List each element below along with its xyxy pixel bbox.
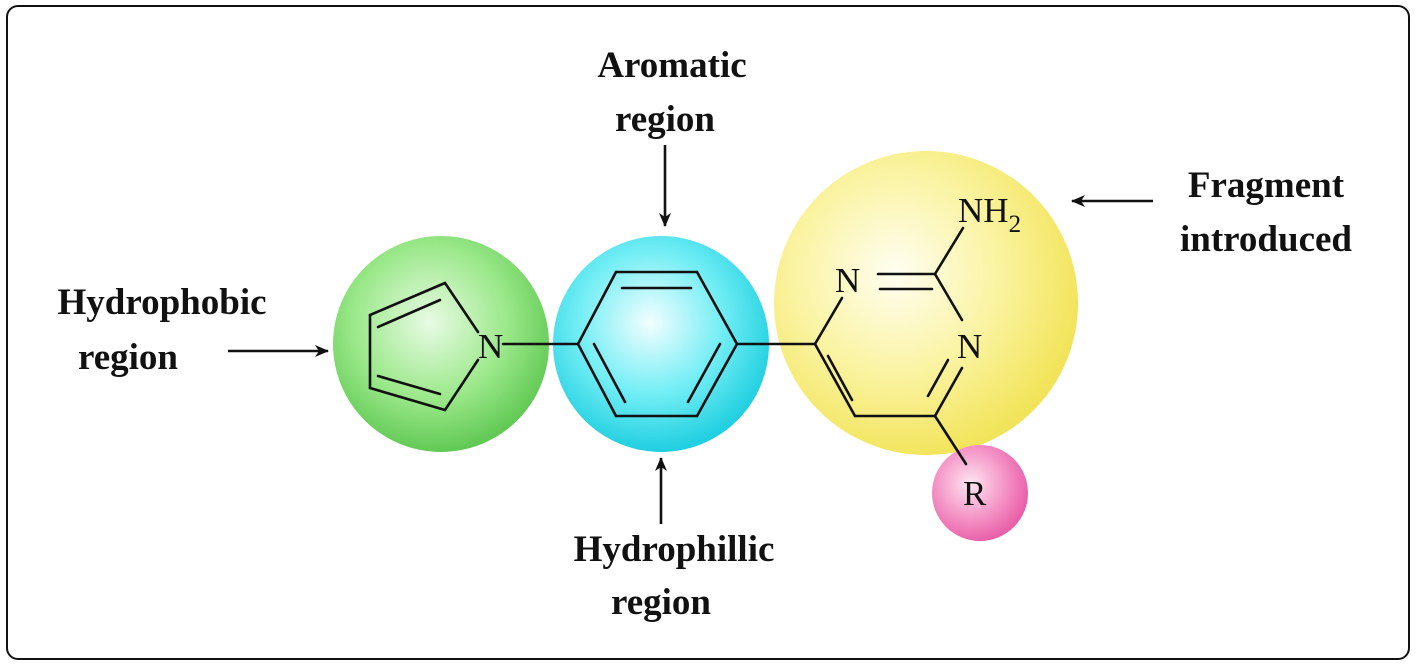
amine-subscript: 2 bbox=[1009, 211, 1022, 238]
pyrrole-ring bbox=[368, 281, 480, 412]
fragment-region-circle bbox=[774, 151, 1078, 455]
pyrimidine-ring bbox=[813, 272, 964, 418]
hydrophobic-label-line2: region bbox=[78, 337, 178, 378]
hydrophillic-label-line1: Hydrophillic bbox=[574, 529, 775, 570]
pyrimidine-n3-label: N bbox=[957, 327, 982, 366]
fragment-label-line1: Fragment bbox=[1188, 165, 1345, 206]
substituent-label: R bbox=[963, 474, 987, 513]
aromatic-label-line2: region bbox=[615, 99, 715, 140]
substituent-region-circle bbox=[932, 445, 1028, 541]
hydrophillic-label-line2: region bbox=[611, 582, 711, 623]
amine-bond bbox=[933, 226, 965, 276]
amine-label: NH2 bbox=[958, 191, 1021, 238]
benzene-ring bbox=[576, 270, 739, 418]
hydrophobic-label-line1: Hydrophobic bbox=[57, 282, 266, 323]
hydrophobic-region-circle bbox=[333, 236, 549, 452]
substituent-bond bbox=[933, 414, 968, 466]
fragment-label-line2: introduced bbox=[1180, 219, 1352, 260]
aromatic-label-line1: Aromatic bbox=[597, 45, 746, 86]
pyrimidine-n1-label: N bbox=[835, 261, 860, 300]
pyrrole-nitrogen-label: N bbox=[478, 327, 503, 366]
